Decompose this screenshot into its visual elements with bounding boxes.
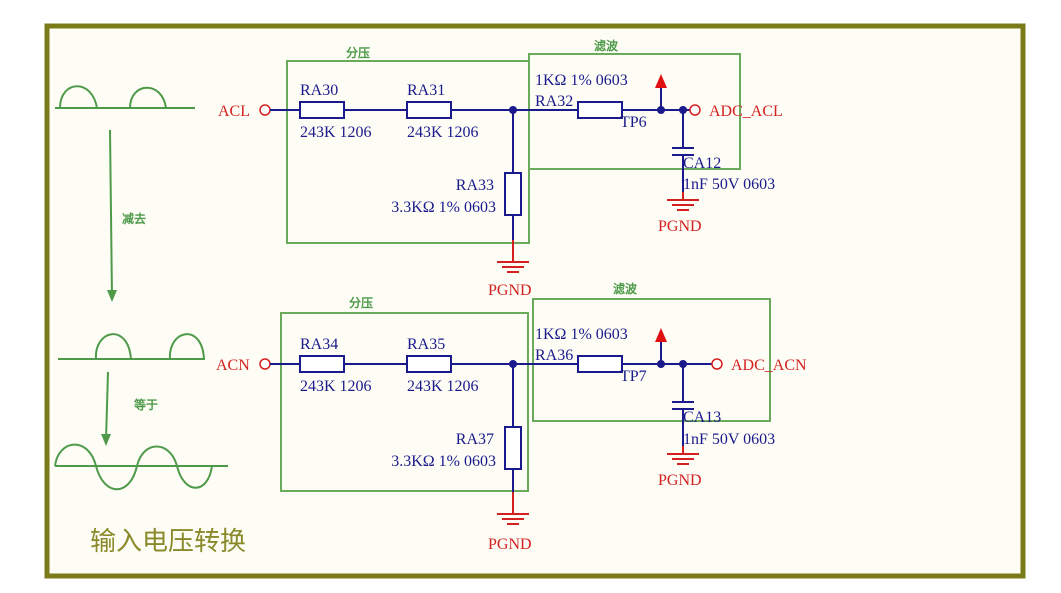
- input-net-acl: ACL: [218, 103, 250, 120]
- arrow-equals: [105, 371, 109, 441]
- value-ra31: 243K 1206: [407, 124, 479, 141]
- resistor-ra35: [406, 355, 452, 373]
- input-terminal-acl: [259, 104, 271, 116]
- ref-ra31: RA31: [407, 82, 445, 99]
- value-ra36: 1KΩ 1% 0603: [535, 326, 628, 343]
- value-ca12: 1nF 50V 0603: [683, 176, 775, 193]
- resistor-ra32: [577, 101, 623, 119]
- arrow-head-equals: [101, 434, 111, 446]
- value-ra35: 243K 1206: [407, 378, 479, 395]
- value-ra30: 243K 1206: [300, 124, 372, 141]
- label-subtract: 减去: [122, 211, 146, 226]
- resistor-ra34: [299, 355, 345, 373]
- ground-symbol-acn-1: [497, 492, 529, 525]
- input-net-acn: ACN: [216, 357, 250, 374]
- test-point-arrow-acn: [655, 328, 667, 342]
- waveform-annotations: 减去 等于: [54, 85, 228, 491]
- value-ra34: 243K 1206: [300, 378, 372, 395]
- ref-ra34: RA34: [300, 336, 338, 353]
- filter-group-acl: [528, 53, 741, 170]
- ground-symbol-acl-1: [497, 240, 529, 273]
- output-net-acl: ADC_ACL: [709, 103, 783, 120]
- ref-ra36: RA36: [535, 347, 573, 364]
- value-ra32: 1KΩ 1% 0603: [535, 72, 628, 89]
- ref-ra35: RA35: [407, 336, 445, 353]
- resistor-ra37: [504, 426, 522, 470]
- divider-group-acn: [280, 312, 529, 492]
- ref-ca13: CA13: [683, 409, 721, 426]
- ref-ra32: RA32: [535, 93, 573, 110]
- value-ra37: 3.3KΩ 1% 0603: [391, 453, 496, 470]
- divider-label-acn: 分压: [349, 295, 373, 310]
- ref-ca12: CA12: [683, 155, 721, 172]
- ref-ra37: RA37: [456, 431, 494, 448]
- output-terminal-acn: [711, 358, 723, 370]
- output-terminal-acl: [689, 104, 701, 116]
- ground-symbol-acn-2: [667, 446, 699, 465]
- value-ca13: 1nF 50V 0603: [683, 431, 775, 448]
- test-point-tp7: TP7: [620, 368, 647, 385]
- resistor-ra36: [577, 355, 623, 373]
- input-terminal-acn: [259, 358, 271, 370]
- gnd-net-acn-1: PGND: [488, 536, 532, 553]
- frame-border: [44, 23, 1026, 579]
- filter-group-acn: [532, 298, 771, 422]
- waveform-rectified-mid: [58, 333, 205, 360]
- ground-symbol-acl-2: [667, 192, 699, 211]
- filter-label-acl: 滤波: [594, 38, 619, 53]
- channel-acn: 分压 滤波 ACN RA34 243K 1206 RA35 243K 1206 …: [216, 281, 807, 553]
- label-equals: 等于: [133, 397, 158, 412]
- channel-acl: 分压 滤波 ACL RA30 243K 1206 RA31 243K 1206 …: [218, 38, 783, 299]
- waveform-sine: [54, 443, 228, 491]
- resistor-ra33: [504, 172, 522, 216]
- resistor-ra31: [406, 101, 452, 119]
- test-point-tp6: TP6: [620, 114, 647, 131]
- test-point-arrow-acl: [655, 74, 667, 88]
- divider-label-acl: 分压: [346, 45, 370, 60]
- output-net-acn: ADC_ACN: [731, 357, 807, 374]
- waveform-rectified-top: [55, 85, 195, 109]
- ref-ra30: RA30: [300, 82, 338, 99]
- gnd-net-acl-2: PGND: [658, 218, 702, 235]
- diagram-title: 输入电压转换: [90, 527, 246, 557]
- gnd-net-acn-2: PGND: [658, 472, 702, 489]
- arrow-subtract: [109, 129, 113, 299]
- filter-label-acn: 滤波: [613, 281, 638, 296]
- arrow-head-subtract: [107, 290, 117, 302]
- value-ra33: 3.3KΩ 1% 0603: [391, 199, 496, 216]
- gnd-net-acl-1: PGND: [488, 282, 532, 299]
- resistor-ra30: [299, 101, 345, 119]
- ref-ra33: RA33: [456, 177, 494, 194]
